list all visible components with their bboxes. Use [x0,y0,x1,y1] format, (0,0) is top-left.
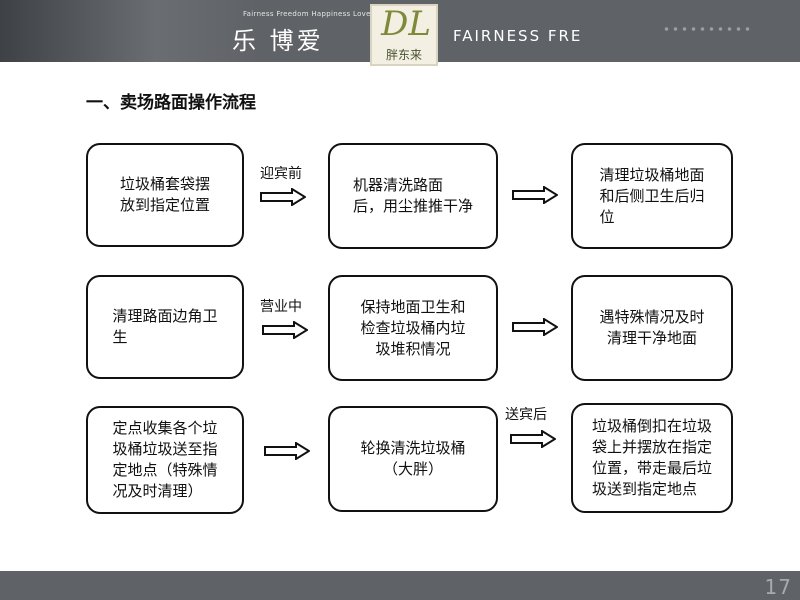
process-box: 遇特殊情况及时 清理干净地面 [571,275,733,381]
process-step-text: 清理路面边角卫 生 [112,307,218,346]
process-step-text: 保持地面卫生和 检查垃圾桶内垃 圾堆积情况 [360,297,466,358]
tagline-english: Fairness Freedom Happiness Love [243,10,371,18]
process-box: 垃圾桶套袋摆 放到指定位置 [86,143,244,247]
flow-arrow [262,321,308,339]
process-box: 垃圾桶倒扣在垃圾 袋上并摆放在指定 位置，带走最后垃 圾送到指定地点 [571,403,733,513]
logo-chinese-name: 胖东来 [385,48,422,62]
footer-bar: 17 [0,571,800,600]
process-box: 机器清洗路面 后，用尘推推干净 [328,143,498,249]
process-step-text: 清理垃圾桶地面 和后侧卫生后归 位 [599,165,705,226]
phase-label: 迎宾前 [260,166,302,182]
process-box: 轮换清洗垃圾桶 （大胖） [328,406,498,512]
header-background [0,0,260,62]
tagline-chinese: 乐 博爱 [232,27,324,55]
phase-label: 送宾后 [505,407,547,423]
process-step-text: 垃圾桶套袋摆 放到指定位置 [119,175,210,214]
process-step-text: 垃圾桶倒扣在垃圾 袋上并摆放在指定 位置，带走最后垃 圾送到指定地点 [591,417,712,498]
flow-arrow [260,188,306,206]
flow-arrow [512,318,558,336]
flow-arrow [512,186,558,204]
header-decoration [662,24,752,34]
flow-arrow [510,430,556,448]
phase-label: 营业中 [260,299,302,315]
process-box: 清理垃圾桶地面 和后侧卫生后归 位 [571,143,733,249]
brand-logo: DL 胖东来 [370,4,438,66]
flow-arrow [264,442,310,460]
process-box: 保持地面卫生和 检查垃圾桶内垃 圾堆积情况 [328,275,498,381]
page-number: 17 [764,575,792,599]
page-title: 一、卖场路面操作流程 [86,93,256,113]
brand-english: FAIRNESS FRE [453,27,583,45]
process-step-text: 遇特殊情况及时 清理干净地面 [599,308,705,347]
process-box: 清理路面边角卫 生 [86,275,244,379]
process-step-text: 轮换清洗垃圾桶 （大胖） [360,439,466,478]
process-step-text: 机器清洗路面 后，用尘推推干净 [352,176,473,215]
process-step-text: 定点收集各个垃 圾桶垃圾送至指 定地点（特殊情 况及时清理） [112,419,218,500]
logo-mark: DL [381,4,431,44]
process-box: 定点收集各个垃 圾桶垃圾送至指 定地点（特殊情 况及时清理） [86,406,244,514]
